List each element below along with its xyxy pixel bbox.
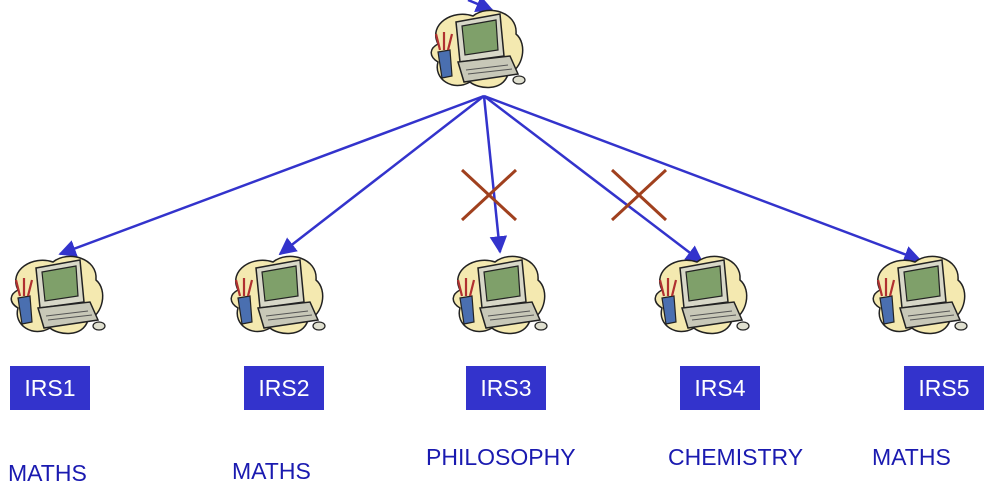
blocked-cross-irs3 [460, 168, 518, 222]
server-computer-icon-irs5 [872, 255, 969, 335]
irs5-label: IRS5 [904, 366, 984, 410]
server-computer-icon-irs3 [452, 255, 549, 335]
irs5-subject: MATHS [872, 444, 951, 470]
server-computer-icon-irs2 [230, 255, 327, 335]
irs1-subject: MATHS [8, 460, 87, 486]
irs3-subject: PHILOSOPHY [426, 444, 576, 470]
arrow-to-irs4 [483, 95, 704, 264]
irs2-subject: MATHS [232, 458, 311, 484]
blocked-cross-irs4 [610, 168, 668, 222]
arrow-to-irs5 [483, 94, 922, 263]
irs3-label: IRS3 [466, 366, 546, 410]
server-computer-icon-irs1 [10, 255, 107, 335]
arrow-to-irs2 [278, 95, 485, 256]
incoming-arrow [467, 0, 494, 13]
arrow-to-irs3 [482, 95, 508, 254]
server-computer-icon-irs4 [654, 255, 751, 335]
connection-arrows [58, 94, 922, 264]
root-computer-icon [430, 9, 527, 89]
irs4-label: IRS4 [680, 366, 760, 410]
irs4-subject: CHEMISTRY [668, 444, 804, 470]
irs1-label: IRS1 [10, 366, 90, 410]
arrow-to-irs1 [58, 94, 485, 257]
irs2-label: IRS2 [244, 366, 324, 410]
